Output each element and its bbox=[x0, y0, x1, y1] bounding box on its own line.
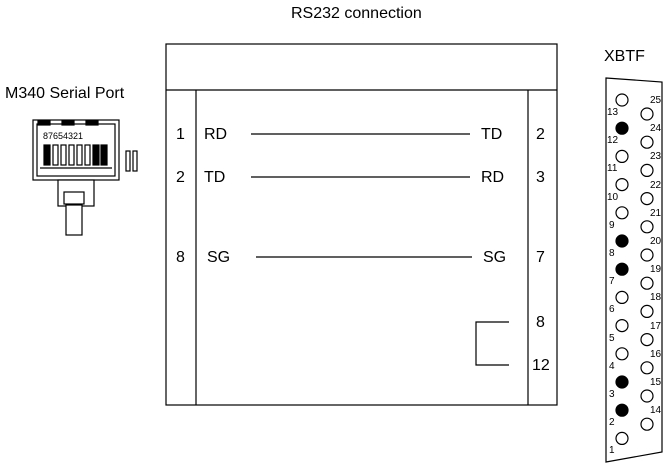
db25-pin-24 bbox=[640, 135, 654, 149]
db25-pin-20 bbox=[640, 248, 654, 262]
db25-pin-label-13: 13 bbox=[607, 107, 619, 118]
db25-pin-label-6: 6 bbox=[609, 304, 615, 316]
db25-pin-25 bbox=[640, 107, 654, 121]
right-pin-7: 7 bbox=[536, 249, 545, 266]
db25-pin-label-12: 12 bbox=[607, 135, 619, 147]
db25-pin-16 bbox=[640, 361, 654, 375]
signal-td-right: TD bbox=[481, 126, 503, 143]
right-pin-12: 12 bbox=[532, 357, 550, 374]
wires bbox=[251, 133, 509, 366]
db25-pin-2 bbox=[615, 403, 629, 417]
db25-pin-label-8: 8 bbox=[609, 248, 615, 259]
db25-pin-9 bbox=[615, 206, 629, 220]
db25-pin-label-17: 17 bbox=[650, 320, 662, 332]
db25-pin-6 bbox=[615, 290, 629, 304]
left-pin-1: 1 bbox=[176, 126, 185, 143]
db25-pin-8 bbox=[615, 234, 629, 248]
db25-pin-label-9: 9 bbox=[609, 219, 615, 231]
db25-pin-5 bbox=[615, 319, 629, 333]
db25-pin-label-25: 25 bbox=[650, 95, 662, 106]
signal-sg-right: SG bbox=[483, 249, 507, 266]
signal-sg-left: SG bbox=[207, 249, 231, 266]
db25-pin-label-15: 15 bbox=[650, 377, 662, 388]
db25-pin-label-7: 7 bbox=[609, 276, 615, 288]
db25-pin-4 bbox=[615, 347, 629, 361]
db25-pin-label-24: 24 bbox=[650, 123, 662, 135]
rj45-pin-digits: 87654321 bbox=[43, 131, 84, 141]
right-pin-2: 2 bbox=[536, 126, 545, 143]
db25-pin-1 bbox=[615, 431, 629, 445]
db25-pin-10 bbox=[615, 178, 629, 192]
db25-pin-label-4: 4 bbox=[609, 360, 615, 372]
db25-pin-label-5: 5 bbox=[609, 332, 615, 344]
db25-pin-11 bbox=[615, 149, 629, 163]
db25-pin-label-18: 18 bbox=[650, 292, 662, 304]
db25-pin-label-19: 19 bbox=[650, 264, 662, 276]
db25-pin-21 bbox=[640, 220, 654, 234]
db25-pin-15 bbox=[640, 389, 654, 403]
db25-pin-label-23: 23 bbox=[650, 151, 662, 163]
db25-pin-13 bbox=[615, 93, 629, 107]
db25-pin-label-21: 21 bbox=[650, 207, 662, 219]
bridge-wire bbox=[475, 321, 509, 366]
m340-serial-port-label: M340 Serial Port bbox=[5, 85, 125, 102]
db25-pin-12 bbox=[615, 121, 629, 135]
db25-pin-23 bbox=[640, 163, 654, 177]
db25-pins bbox=[615, 93, 654, 445]
db25-pin-7 bbox=[615, 262, 629, 276]
db25-pin-17 bbox=[640, 333, 654, 347]
left-pin-8: 8 bbox=[176, 249, 185, 266]
xbtf-label: XBTF bbox=[604, 48, 645, 65]
db25-pin-19 bbox=[640, 276, 654, 290]
right-pin-3: 3 bbox=[536, 169, 545, 186]
db25-pin-3 bbox=[615, 375, 629, 389]
db25-pin-18 bbox=[640, 304, 654, 318]
signal-td-left: TD bbox=[204, 169, 226, 186]
diagram-title: RS232 connection bbox=[291, 5, 422, 22]
left-pin-2: 2 bbox=[176, 169, 185, 186]
db25-pin-label-16: 16 bbox=[650, 348, 662, 360]
signal-rd-right: RD bbox=[481, 169, 505, 186]
db25-pin-label-22: 22 bbox=[650, 179, 662, 191]
connection-box bbox=[165, 43, 558, 406]
db25-pin-22 bbox=[640, 192, 654, 206]
db25-pin-label-3: 3 bbox=[609, 389, 615, 400]
db25-pin-label-14: 14 bbox=[650, 405, 662, 417]
db25-pin-label-20: 20 bbox=[650, 236, 662, 247]
db25-pin-label-10: 10 bbox=[607, 191, 619, 203]
db25-pin-label-2: 2 bbox=[609, 417, 615, 429]
db25-pin-14 bbox=[640, 417, 654, 431]
signal-rd-left: RD bbox=[204, 126, 228, 143]
rj45-connector-icon bbox=[32, 119, 138, 236]
db25-pin-label-11: 11 bbox=[607, 163, 618, 175]
db25-pin-label-1: 1 bbox=[609, 445, 615, 457]
right-pin-8: 8 bbox=[536, 314, 545, 331]
